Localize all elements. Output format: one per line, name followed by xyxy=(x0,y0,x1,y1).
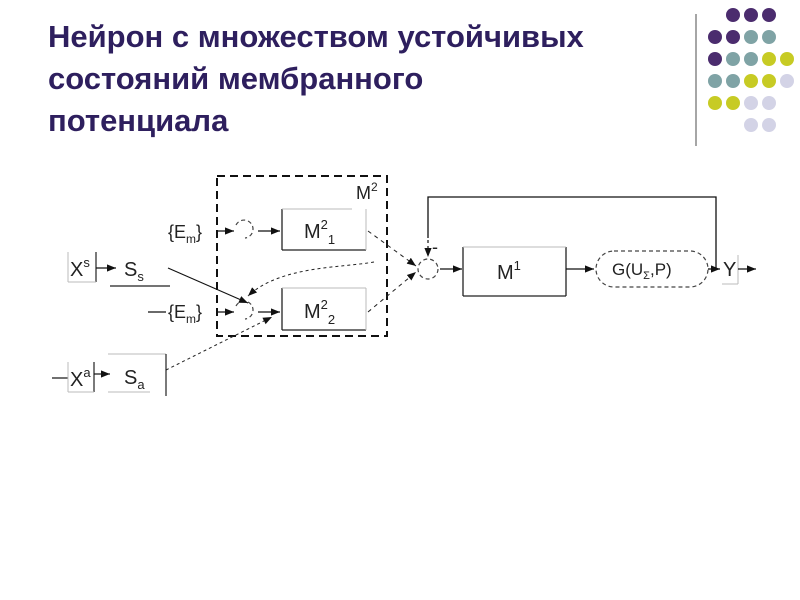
decorative-dot xyxy=(726,52,740,66)
decorative-dot xyxy=(744,52,758,66)
decorative-dot xyxy=(726,96,740,110)
arrow-sa-to-m22-node xyxy=(165,316,273,371)
sa-label: Sa xyxy=(124,367,145,392)
xa-block: Xa xyxy=(67,362,95,393)
y-label: Y xyxy=(723,259,736,281)
decorative-dot xyxy=(762,30,776,44)
decorative-dot xyxy=(762,118,776,132)
decorative-dot xyxy=(708,96,722,110)
vertical-divider xyxy=(695,14,697,146)
xs-label: Xs xyxy=(70,255,90,281)
m22-block: M22 xyxy=(281,287,367,331)
decorative-dot xyxy=(726,30,740,44)
m21-block: M21 xyxy=(281,208,367,251)
feedback-to-m22-node xyxy=(247,261,375,297)
m2-container-label: M2 xyxy=(356,180,378,203)
decorative-dot xyxy=(708,52,722,66)
xa-label: Xa xyxy=(70,365,91,391)
m22-label: M22 xyxy=(304,297,335,327)
title-line-1: Нейрон с множеством устойчивых xyxy=(48,19,584,54)
decorative-dot xyxy=(744,30,758,44)
arrow-ss-to-m22-node xyxy=(167,267,249,304)
title-line-2: состояний мембранного xyxy=(48,61,424,96)
xs-block: Xs xyxy=(67,252,97,283)
slide-title: Нейрон с множеством устойчивых состояний… xyxy=(48,16,688,142)
decorative-dot xyxy=(744,96,758,110)
decorative-dot xyxy=(762,52,776,66)
m1-label: M1 xyxy=(497,258,521,284)
arrow-m21-to-sum xyxy=(367,230,417,267)
g-function-label: G(UΣ,P) xyxy=(612,260,672,282)
decorative-dot xyxy=(708,30,722,44)
decorative-dot xyxy=(726,74,740,88)
decorative-dot xyxy=(762,8,776,22)
y-output: Y xyxy=(722,255,739,285)
decorative-dot xyxy=(780,52,794,66)
ss-block: Ss xyxy=(110,259,170,287)
summator-bottom-node xyxy=(235,300,254,320)
em-top-label: {Em} xyxy=(168,222,202,246)
title-line-3: потенциала xyxy=(48,103,229,138)
decorative-dot xyxy=(762,74,776,88)
m21-label: M21 xyxy=(304,217,335,247)
decorative-dot xyxy=(744,74,758,88)
decorative-dot xyxy=(780,74,794,88)
summator-top-node xyxy=(235,219,254,239)
decorative-dot xyxy=(744,118,758,132)
decorative-dot-grid xyxy=(708,8,794,132)
sum-minus-sign: - xyxy=(432,237,438,257)
m2-dashed-container xyxy=(216,175,388,337)
sa-block: Sa xyxy=(108,353,167,396)
g-function-block xyxy=(595,250,709,288)
decorative-dot xyxy=(762,96,776,110)
decorative-dot xyxy=(726,8,740,22)
em-bottom-label: {Em} xyxy=(168,302,202,326)
ss-label: Ss xyxy=(124,259,144,284)
arrow-m22-to-sum xyxy=(367,271,417,313)
m1-block: M1 xyxy=(462,246,567,297)
decorative-dot xyxy=(708,74,722,88)
decorative-dot xyxy=(744,8,758,22)
feedback-loop xyxy=(427,196,717,269)
summator-main-node xyxy=(417,258,439,280)
